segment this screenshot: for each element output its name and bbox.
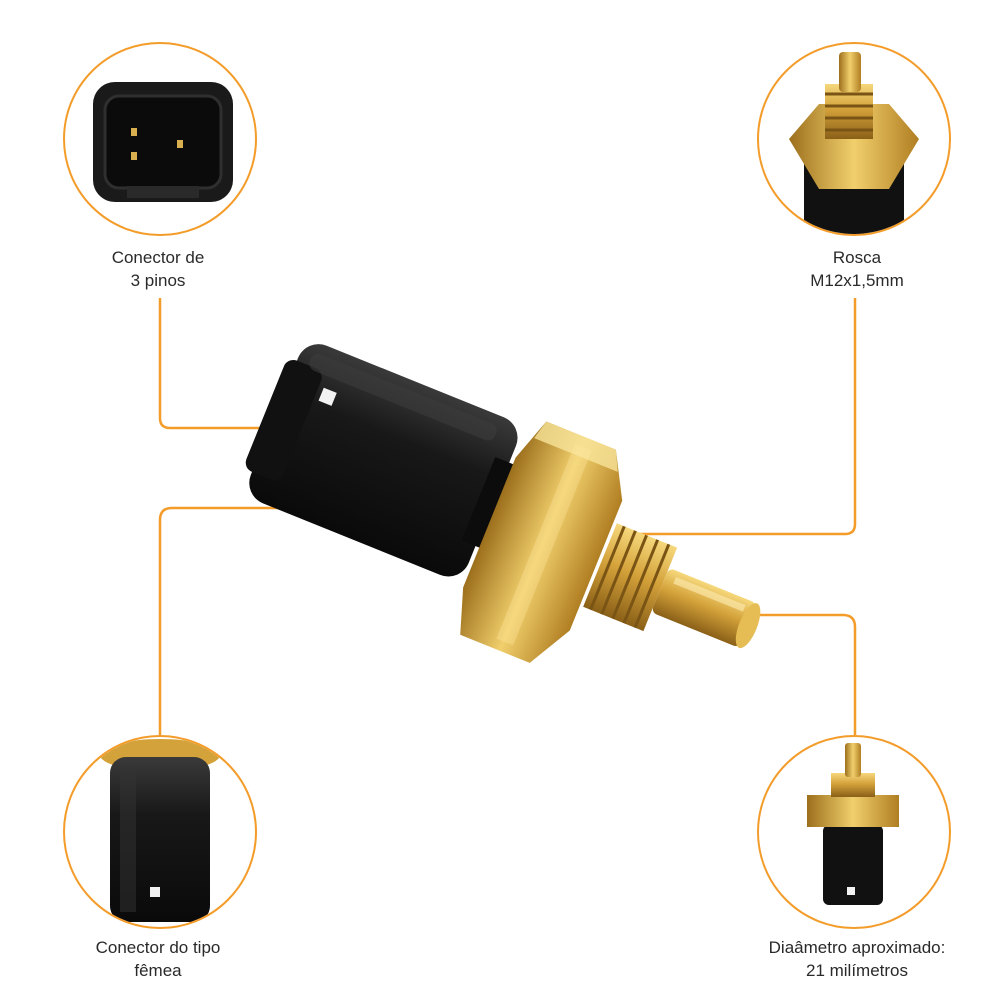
detail-circle-connector-pins <box>63 42 257 236</box>
leader-line-bottom-left <box>158 506 345 735</box>
leader-line-top-right <box>640 298 857 536</box>
detail-circle-female-connector <box>63 735 257 929</box>
probe-tip <box>652 569 761 649</box>
label-female-connector-line2: fêmea <box>134 961 182 980</box>
connector-pins-image <box>93 82 233 202</box>
detail-circle-thread <box>757 42 951 236</box>
label-connector-pins: Conector de 3 pinos <box>28 246 288 292</box>
label-female-connector-line1: Conector do tipo <box>95 938 221 957</box>
label-thread-line2: M12x1,5mm <box>810 271 904 290</box>
label-connector-pins-line1: Conector de <box>111 248 205 267</box>
leader-line-bottom-right <box>735 613 857 735</box>
label-diameter-line2: 21 milímetros <box>805 961 909 980</box>
label-diameter: Diaâmetro aproximado: 21 milímetros <box>712 936 1000 982</box>
sensor-diameter-image <box>807 743 899 905</box>
label-female-connector: Conector do tipo fêmea <box>28 936 288 982</box>
threaded-shank <box>583 523 678 632</box>
detail-circle-diameter <box>757 735 951 929</box>
label-connector-pins-line2: 3 pinos <box>130 271 186 290</box>
female-connector-image <box>100 739 220 922</box>
thread-image <box>789 52 919 234</box>
label-thread: Rosca M12x1,5mm <box>727 246 987 292</box>
label-thread-line1: Rosca <box>832 248 882 267</box>
leader-line-top-left <box>158 298 280 430</box>
label-diameter-line1: Diaâmetro aproximado: <box>768 938 946 957</box>
hex-nut <box>460 421 623 663</box>
